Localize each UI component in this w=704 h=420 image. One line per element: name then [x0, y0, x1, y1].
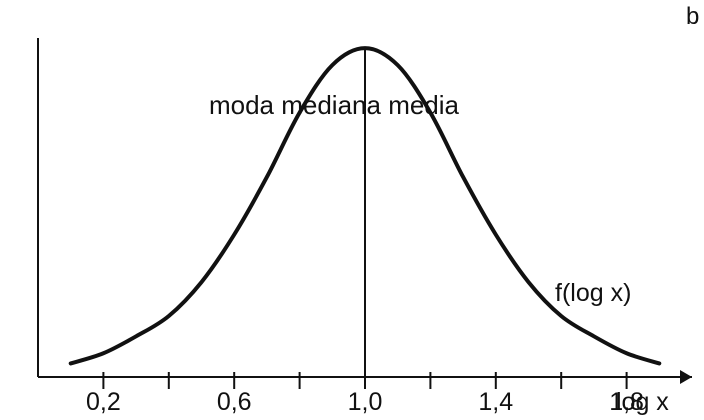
- x-axis-arrow: [680, 370, 692, 384]
- density-curve: [68, 46, 662, 366]
- x-tick-label-0: 0,2: [86, 388, 121, 416]
- curve-annotation: f(log x): [555, 279, 631, 307]
- x-tick-label-2: 0,6: [217, 388, 252, 416]
- x-tick-label-8: 1,8: [609, 388, 644, 416]
- tick-layer: 0,2 0,6 1,0 1,4 1,8: [86, 372, 644, 416]
- center-annotation: moda mediana media: [209, 90, 460, 120]
- corner-letter: b: [686, 3, 699, 30]
- x-axis-label: log x: [616, 388, 669, 416]
- x-tick-label-6: 1,4: [478, 388, 513, 416]
- x-tick-label-4: 1,0: [348, 388, 383, 416]
